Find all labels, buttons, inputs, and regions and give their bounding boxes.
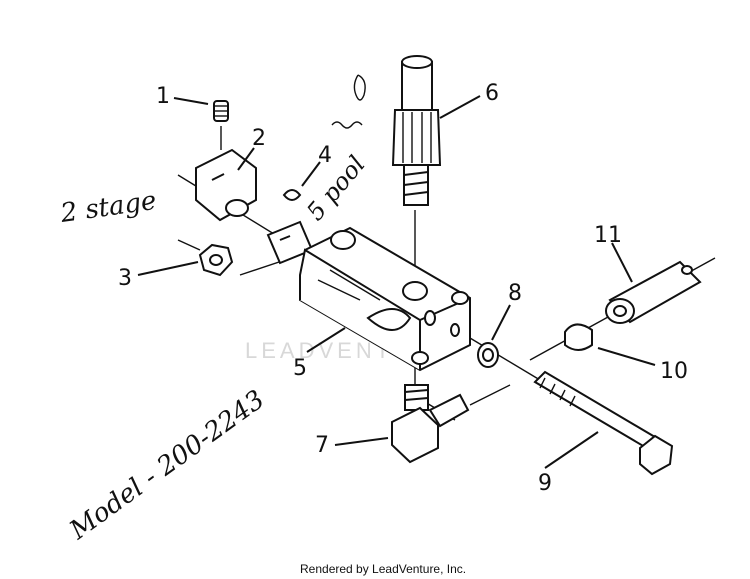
elbow-fitting-part: [391, 384, 470, 464]
bolt-part: [533, 370, 674, 476]
relief-valve-part: [391, 55, 442, 206]
callout-8: 8: [508, 281, 522, 306]
callout-9: 9: [538, 471, 552, 496]
spool-shaft-part: [266, 220, 314, 265]
callout-10: 10: [660, 359, 688, 384]
hex-nut-part: [198, 243, 234, 277]
callout-4: 4: [318, 143, 332, 168]
spool-clevis-part: [195, 148, 257, 222]
callout-1: 1: [156, 84, 170, 109]
valve-body-part: [298, 226, 471, 372]
footer-credit: Rendered by LeadVenture, Inc.: [300, 562, 466, 576]
callout-6: 6: [485, 81, 499, 106]
handwritten-note-model: Model - 200-2243: [64, 385, 271, 547]
set-screw-part: [213, 100, 229, 150]
callout-11: 11: [594, 223, 622, 248]
callout-labels: 1 2 3 4 5 6 7 8 9 10 11: [118, 81, 688, 496]
callout-5: 5: [293, 356, 307, 381]
woodruff-key-part: [282, 189, 302, 201]
handwritten-note-spool: 5 pool: [301, 151, 371, 226]
spring-detail: [331, 74, 366, 129]
washer-part: [477, 342, 499, 368]
handwritten-note-left: 2 stage: [58, 186, 158, 229]
callout-3: 3: [118, 266, 132, 291]
callout-leaders: [137, 95, 656, 469]
clip-part: [564, 323, 593, 351]
callout-7: 7: [315, 433, 329, 458]
spacer-part: [605, 260, 702, 324]
callout-2: 2: [252, 126, 266, 151]
